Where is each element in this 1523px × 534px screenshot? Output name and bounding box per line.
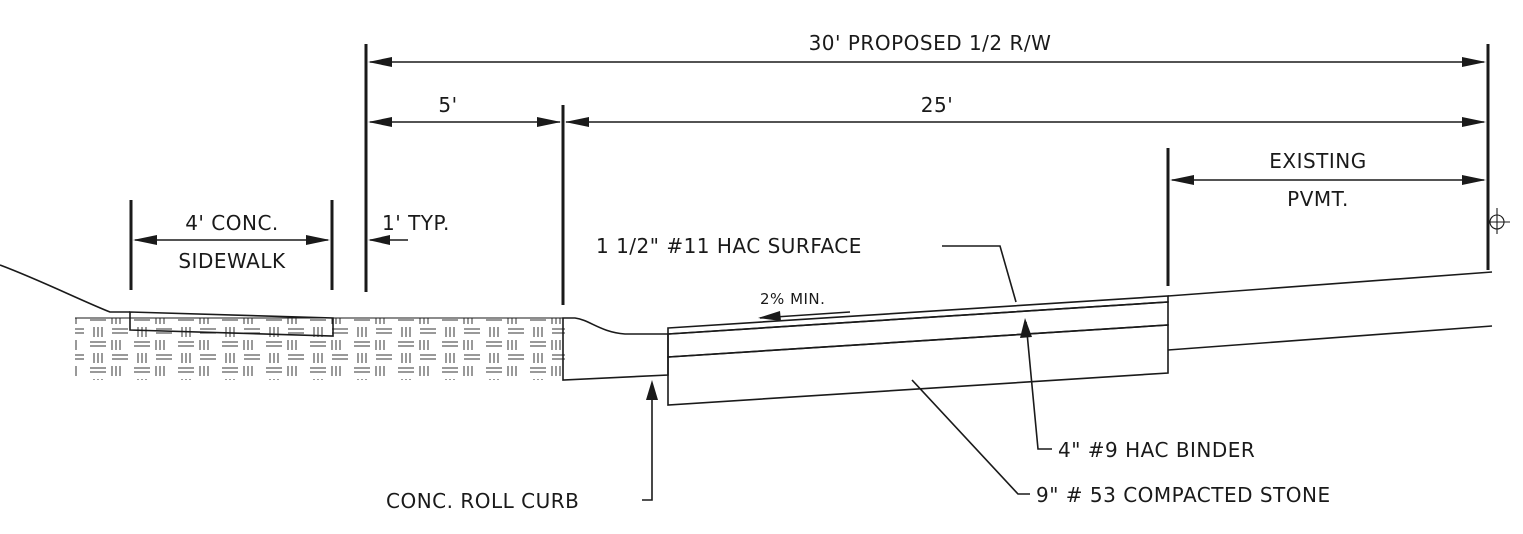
stone-base: [667, 324, 1169, 406]
curb-outline: [562, 317, 669, 381]
existing-label-line1: EXISTING: [1269, 149, 1367, 173]
row-arrow-right: [1462, 57, 1486, 67]
sidewalk-arrow-right: [306, 235, 330, 245]
ground: [0, 264, 565, 380]
width-label: 25': [921, 93, 953, 117]
sidewalk-arrow-left: [133, 235, 157, 245]
slope-callout: 2% MIN.: [760, 290, 825, 308]
curb-leader: [642, 386, 653, 501]
offset-arrow-left: [368, 117, 392, 127]
earth-fill: [75, 318, 565, 380]
surface-course: [667, 295, 1169, 335]
binder-leader-arrow: [1020, 318, 1032, 338]
existing-pavement-bottom: [1167, 325, 1493, 351]
existing-arrow-right: [1462, 175, 1486, 185]
centerline-symbol: [1489, 208, 1510, 234]
typ-offset-label: 1' TYP.: [382, 211, 450, 235]
sidewalk-label-line1: 4' CONC.: [185, 211, 279, 235]
typ-arrow: [368, 235, 390, 245]
pavement-layers: [667, 271, 1493, 406]
sidewalk-slab: [129, 311, 334, 337]
width-arrow-left: [565, 117, 589, 127]
offset-arrow-right: [537, 117, 561, 127]
binder-callout: 4" #9 HAC BINDER: [1058, 438, 1255, 462]
row-arrow-left: [368, 57, 392, 67]
sidewalk-label-line2: SIDEWALK: [178, 249, 286, 273]
sidewalk-outline: [129, 311, 334, 337]
roll-curb: [562, 317, 669, 381]
curb-leader-arrow: [646, 380, 658, 400]
leaders: [642, 245, 1052, 501]
stone-callout: 9" # 53 COMPACTED STONE: [1036, 483, 1331, 507]
width-arrow-right: [1462, 117, 1486, 127]
surface-leader: [942, 245, 1017, 303]
existing-label-line2: PVMT.: [1287, 187, 1349, 211]
extension-lines: [129, 44, 1490, 305]
curb-callout: CONC. ROLL CURB: [386, 489, 579, 513]
existing-pavement-top: [1167, 271, 1493, 297]
labels: 30' PROPOSED 1/2 R/W 5' 25' EXISTING PVM…: [178, 31, 1366, 513]
half-row-label: 30' PROPOSED 1/2 R/W: [809, 31, 1052, 55]
offset-label: 5': [438, 93, 457, 117]
binder-leader: [1025, 321, 1052, 450]
slope-arrowhead: [758, 311, 781, 321]
stone-leader: [911, 379, 1030, 495]
existing-arrow-left: [1170, 175, 1194, 185]
dimension-lines: [133, 57, 1486, 321]
existing-ground-line: [0, 264, 130, 313]
surface-callout: 1 1/2" #11 HAC SURFACE: [596, 234, 862, 258]
